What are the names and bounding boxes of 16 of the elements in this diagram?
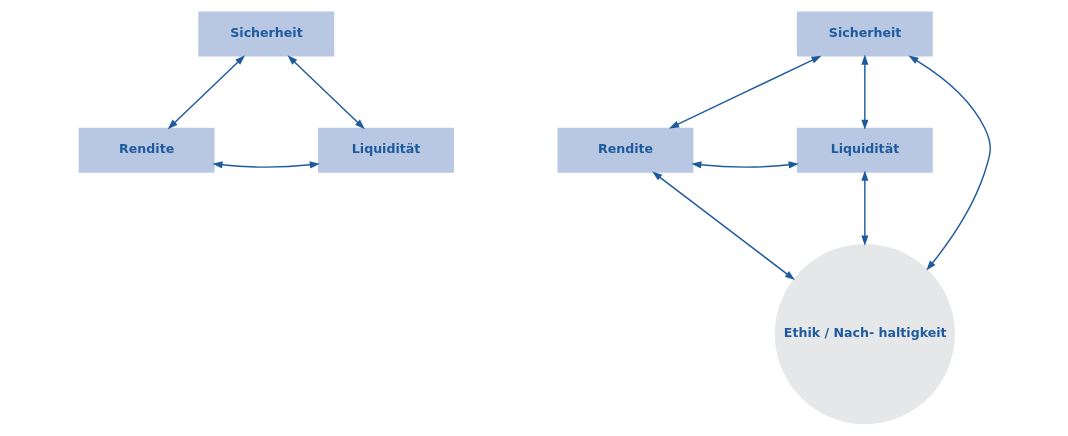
arrow — [860, 170, 868, 246]
arrow — [860, 54, 868, 130]
node-box: Liquidität — [317, 127, 454, 173]
node-box: Rendite — [78, 127, 214, 173]
arrow — [287, 55, 365, 130]
arrow — [690, 161, 799, 169]
arrow — [651, 171, 795, 281]
arrow — [211, 161, 320, 169]
arrow — [668, 55, 821, 129]
arrow — [907, 55, 991, 271]
node-box: Sicherheit — [197, 11, 334, 57]
node-box: Sicherheit — [796, 11, 933, 57]
arrow — [167, 55, 245, 130]
node-box: Rendite — [556, 127, 693, 173]
node-circle: Ethik / Nach- haltigkeit — [774, 244, 955, 425]
node-box: Liquidität — [796, 127, 933, 173]
